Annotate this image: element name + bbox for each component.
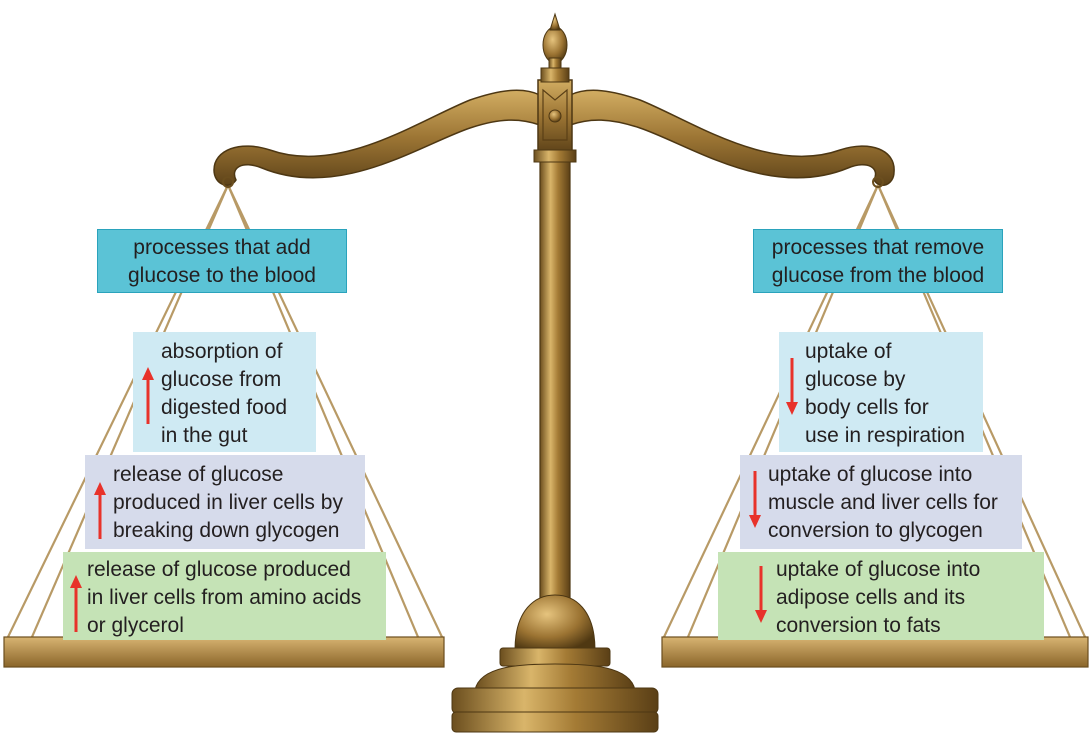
left-item-1-line-3: digested food [161,394,316,422]
right-item-3-line-3: conversion to fats [776,612,1044,640]
left-item-2-line-3: breaking down glycogen [113,517,365,545]
up-arrow-icon [69,574,83,634]
scale-pole [540,152,570,600]
right-item-3-line-1: uptake of glucose into [776,556,1044,584]
left-item-3-line-2: in liver cells from amino acids [87,584,386,612]
right-item-2-line-1: uptake of glucose into [768,461,1022,489]
left-item-absorption: absorption of glucose from digested food… [133,332,316,452]
right-pan [662,637,1088,667]
right-header-line-2: glucose from the blood [754,262,1002,290]
right-item-1-line-2: glucose by [805,366,983,394]
right-item-1-line-3: body cells for [805,394,983,422]
left-item-amino-acids: release of glucose produced in liver cel… [63,552,386,640]
left-header-line-2: glucose to the blood [98,262,346,290]
right-item-2-line-2: muscle and liver cells for [768,489,1022,517]
right-item-respiration: uptake of glucose by body cells for use … [779,332,983,452]
right-header-box: processes that remove glucose from the b… [753,229,1003,293]
right-item-adipose: uptake of glucose into adipose cells and… [718,552,1044,640]
left-header-box: processes that add glucose to the blood [97,229,347,293]
right-item-3-line-2: adipose cells and its [776,584,1044,612]
scale-dome [515,595,595,650]
right-item-2-line-3: conversion to glycogen [768,517,1022,545]
up-arrow-icon [141,366,155,426]
left-item-glycogen: release of glucose produced in liver cel… [85,455,365,549]
left-item-2-line-2: produced in liver cells by [113,489,365,517]
scale-base [452,688,658,714]
left-item-3-line-1: release of glucose produced [87,556,386,584]
left-item-1-line-2: glucose from [161,366,316,394]
right-item-1-line-1: uptake of [805,338,983,366]
down-arrow-icon [748,469,762,529]
left-item-1-line-1: absorption of [161,338,316,366]
right-header-line-1: processes that remove [754,234,1002,262]
left-item-2-line-1: release of glucose [113,461,365,489]
up-arrow-icon [93,481,107,541]
down-arrow-icon [754,564,768,624]
left-header-line-1: processes that add [98,234,346,262]
right-item-1-line-4: use in respiration [805,422,983,450]
down-arrow-icon [785,356,799,416]
left-item-1-line-4: in the gut [161,422,316,450]
left-item-3-line-3: or glycerol [87,612,386,640]
right-item-glycogen: uptake of glucose into muscle and liver … [740,455,1022,549]
left-pan [4,637,444,667]
